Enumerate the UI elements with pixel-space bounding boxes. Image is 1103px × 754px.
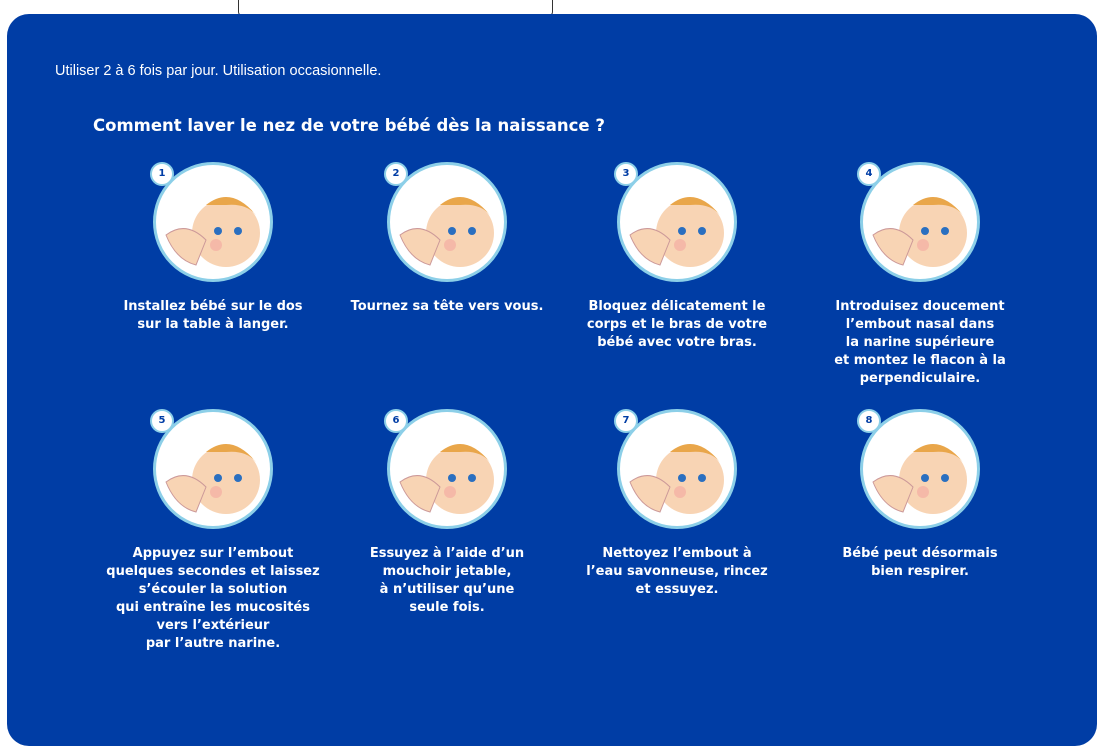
- step-caption: Essuyez à l’aide d’un mouchoir jetable, à …: [332, 545, 562, 617]
- caption-line: qui entraîne les mucosités: [115, 600, 310, 615]
- baby-illustration: [153, 162, 273, 282]
- usage-text: Utiliser 2 à 6 fois par jour. Utilisatio…: [55, 63, 382, 79]
- caption-line: Bébé peut désormais: [842, 546, 998, 561]
- baby-illustration: [387, 162, 507, 282]
- step-caption: Bloquez délicatement le corps et le bras …: [562, 298, 792, 352]
- caption-line: Tournez sa tête vers vous.: [350, 299, 544, 314]
- caption-line: quelques secondes et laissez: [106, 564, 320, 579]
- caption-line: l’embout nasal dans: [845, 317, 995, 332]
- caption-line: seule fois.: [409, 600, 485, 615]
- baby-illustration: [860, 409, 980, 529]
- step-number-badge: 7: [614, 409, 638, 433]
- caption-line: perpendiculaire.: [859, 371, 981, 386]
- step-number-badge: 6: [384, 409, 408, 433]
- step-number-badge: 4: [857, 162, 881, 186]
- step-caption: Installez bébé sur le dos sur la table à …: [98, 298, 328, 334]
- caption-line: par l’autre narine.: [145, 636, 281, 651]
- caption-line: et montez le flacon à la: [834, 353, 1006, 368]
- caption-line: l’eau savonneuse, rincez: [586, 564, 768, 579]
- step-number-badge: 3: [614, 162, 638, 186]
- caption-line: sur la table à langer.: [137, 317, 289, 332]
- caption-line: bien respirer.: [871, 564, 969, 579]
- baby-illustration: [617, 162, 737, 282]
- caption-line: Installez bébé sur le dos: [123, 299, 303, 314]
- section-title: Comment laver le nez de votre bébé dès l…: [93, 116, 605, 135]
- step-caption: Nettoyez l’embout à l’eau savonneuse, rin…: [562, 545, 792, 599]
- step-caption: Tournez sa tête vers vous.: [332, 298, 562, 316]
- baby-illustration: [617, 409, 737, 529]
- caption-line: la narine supérieure: [845, 335, 995, 350]
- caption-line: à n’utiliser qu’une: [379, 582, 515, 597]
- step-caption: Appuyez sur l’embout quelques secondes et…: [98, 545, 328, 653]
- caption-line: mouchoir jetable,: [382, 564, 512, 579]
- caption-line: Nettoyez l’embout à: [602, 546, 752, 561]
- instructions-panel: [7, 14, 1097, 746]
- caption-line: et essuyez.: [635, 582, 719, 597]
- step-number-badge: 8: [857, 409, 881, 433]
- caption-line: corps et le bras de votre: [586, 317, 768, 332]
- caption-line: Appuyez sur l’embout: [132, 546, 294, 561]
- step-caption: Introduisez doucement l’embout nasal dans…: [805, 298, 1035, 388]
- caption-line: vers l’extérieur: [156, 618, 270, 633]
- caption-line: bébé avec votre bras.: [597, 335, 757, 350]
- caption-line: Introduisez doucement: [835, 299, 1005, 314]
- baby-illustration: [860, 162, 980, 282]
- caption-line: Bloquez délicatement le: [588, 299, 766, 314]
- step-caption: Bébé peut désormais bien respirer.: [805, 545, 1035, 581]
- caption-line: Essuyez à l’aide d’un: [369, 546, 525, 561]
- step-number-badge: 2: [384, 162, 408, 186]
- step-number-badge: 5: [150, 409, 174, 433]
- step-number-badge: 1: [150, 162, 174, 186]
- caption-line: s’écouler la solution: [138, 582, 288, 597]
- baby-illustration: [387, 409, 507, 529]
- baby-illustration: [153, 409, 273, 529]
